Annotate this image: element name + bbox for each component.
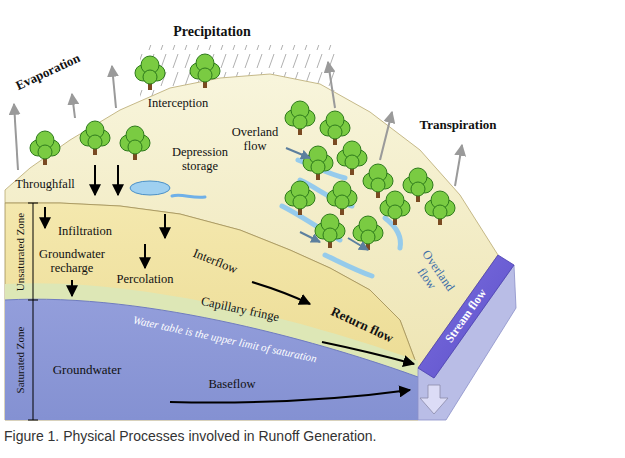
tree xyxy=(337,141,367,175)
zone-bracket xyxy=(28,420,38,421)
throughfall-arrow xyxy=(117,165,119,195)
tree xyxy=(320,111,350,145)
figure-caption: Figure 1. Physical Processes involved in… xyxy=(4,428,377,444)
overland-flow-streak xyxy=(325,255,372,276)
tree xyxy=(315,214,345,248)
tree xyxy=(425,191,455,225)
tree xyxy=(190,54,220,88)
tree xyxy=(80,121,110,155)
tree xyxy=(303,146,333,180)
infiltration-arrow xyxy=(44,207,46,228)
tree xyxy=(135,56,165,90)
process-label: Overland flow xyxy=(227,126,283,154)
process-label: Groundwater recharge xyxy=(35,248,109,276)
transpiration-arrow xyxy=(328,62,335,108)
evaporation-arrow xyxy=(72,94,75,118)
process-label: Percolation xyxy=(117,273,174,287)
tree xyxy=(327,181,357,215)
transpiration-arrow xyxy=(380,112,392,160)
throughfall-arrow xyxy=(94,165,96,195)
process-label: Transpiration xyxy=(419,118,496,132)
evaporation-arrow xyxy=(112,66,116,108)
tree xyxy=(30,131,60,165)
process-label: Infiltration xyxy=(58,225,112,239)
interflow-arrow xyxy=(252,282,310,304)
stream-outflow-arrow xyxy=(420,385,448,414)
tree xyxy=(363,164,393,198)
tree xyxy=(380,191,410,225)
depression-streak xyxy=(172,195,205,197)
process-label: Depression storage xyxy=(165,146,235,174)
zone-bracket xyxy=(28,203,38,204)
process-label: Interception xyxy=(148,97,208,111)
unsaturated-zone xyxy=(5,203,418,420)
zone-bracket xyxy=(33,203,34,420)
process-label: Throughfall xyxy=(15,178,75,192)
zone-label: Saturated Zone xyxy=(14,327,26,394)
tree xyxy=(120,126,150,160)
overland-flow-arrow xyxy=(348,238,368,250)
infiltration-arrow xyxy=(164,214,166,238)
tree xyxy=(353,216,383,250)
depression-pond xyxy=(130,181,170,195)
tree xyxy=(403,168,433,202)
overland-flow-arrow xyxy=(300,232,320,242)
zone-label: Unsaturated Zone xyxy=(14,213,26,292)
tree xyxy=(285,181,315,215)
zone-bracket xyxy=(28,300,38,301)
process-label: Baseflow xyxy=(208,378,255,392)
transpiration-arrow xyxy=(455,145,462,186)
saturated-zone xyxy=(5,299,418,420)
process-label: Precipitation xyxy=(173,24,251,39)
baseflow-arrow xyxy=(170,390,410,403)
zone-label: Groundwater xyxy=(53,363,122,377)
process-label: Evaporation xyxy=(14,51,83,93)
percolation-arrow xyxy=(144,244,146,268)
tree xyxy=(285,101,315,135)
overland-flow-streak xyxy=(385,218,400,248)
recharge-arrow xyxy=(71,280,73,296)
evaporation-arrow xyxy=(14,104,18,170)
overland-flow-arrow xyxy=(286,148,310,158)
return-flow-arrow xyxy=(322,342,414,364)
